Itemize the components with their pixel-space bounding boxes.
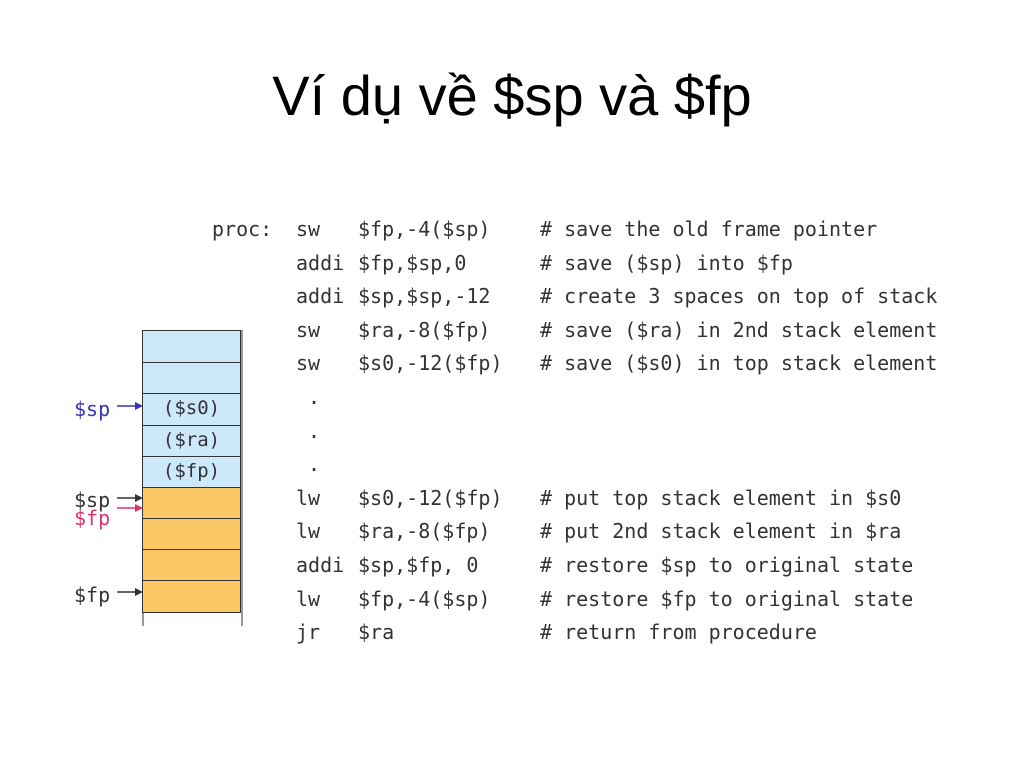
code-op: lw <box>296 586 321 611</box>
stack-cell <box>142 549 241 582</box>
code-comment: # restore $sp to original state <box>540 553 914 577</box>
code-line: sw $s0,-12($fp) # save ($s0) in top stack … <box>0 351 1024 384</box>
code-line: lw $ra,-8($fp) # put 2nd stack element in … <box>0 519 1024 552</box>
pointer-arrow-icon <box>117 588 143 596</box>
code-comment: # save ($sp) into $fp <box>540 250 793 275</box>
code-line: proc: sw $fp,-4($sp) # save the old frame p… <box>0 217 1024 250</box>
code-line: addi $fp,$sp,0 # save ($sp) into $fp <box>0 251 1024 284</box>
stack-cell-label: ($fp) <box>162 460 221 482</box>
stack-cell <box>142 456 241 489</box>
code-args: $sp,$sp,-12 <box>358 284 491 309</box>
code-args: $ra,-8($fp) <box>358 519 491 544</box>
slide-title: Ví dụ về $sp và $fp <box>272 64 752 127</box>
stack-cell-label: ($s0) <box>162 397 221 419</box>
stack-cell-label: ($ra) <box>162 429 221 451</box>
code-line: . <box>0 452 1024 485</box>
code-line: . <box>0 385 1024 418</box>
code-args: $fp,-4($sp) <box>358 586 491 611</box>
code-comment: # return from procedure <box>540 620 817 645</box>
code-line: lw $s0,-12($fp) # put top stack element in… <box>0 486 1024 519</box>
code-line: lw $fp,-4($sp) # restore $fp to original s… <box>0 587 1024 620</box>
stack-cell <box>142 580 241 613</box>
code-comment: # create 3 spaces on top of stack <box>540 284 938 309</box>
stack-cell <box>142 362 241 395</box>
code-args: $ra <box>358 620 395 645</box>
code-op: lw <box>296 519 321 544</box>
code-line: . <box>0 419 1024 452</box>
code-op: lw <box>296 485 321 510</box>
code-args: $sp,$fp, 0 <box>358 553 479 577</box>
code-op: sw <box>296 217 321 241</box>
code-comment: # save ($s0) in top stack element <box>540 351 938 376</box>
code-op: jr <box>296 620 321 645</box>
pointer-label-sp-new: $sp <box>74 397 111 421</box>
pointer-label-fp-new: $fp <box>74 506 111 530</box>
code-line: addi $sp,$fp, 0 # restore $sp to original … <box>0 553 1024 586</box>
code-comment: # save ($ra) in 2nd stack element <box>540 317 938 342</box>
code-line: addi $sp,$sp,-12 # create 3 spaces on top … <box>0 284 1024 317</box>
stack-cell <box>142 487 241 520</box>
code-op: . <box>308 385 321 409</box>
pointer-label-sp-old: $sp <box>74 488 111 512</box>
code-op: sw <box>296 351 321 376</box>
code-line: jr $ra # return from procedure <box>0 620 1024 653</box>
stack-diagram: ($s0) ($ra) ($fp) <box>142 330 243 626</box>
code-comment: # put top stack element in $s0 <box>540 485 902 510</box>
stack-cell <box>142 518 241 551</box>
pointer-arrow-icon <box>117 494 143 502</box>
pointer-arrow-icon <box>117 504 143 512</box>
code-op: addi <box>296 284 345 309</box>
pointer-label-fp-old: $fp <box>74 583 111 607</box>
code-op: addi <box>296 553 345 577</box>
code-args: $s0,-12($fp) <box>358 351 503 376</box>
code-comment: # save the old frame pointer <box>540 217 878 241</box>
stack-cell <box>142 330 241 363</box>
code-comment: # put 2nd stack element in $ra <box>540 519 902 544</box>
code-args: $ra,-8($fp) <box>358 317 491 342</box>
stack-cell <box>142 425 241 458</box>
code-line: sw $ra,-8($fp) # save ($ra) in 2nd stack e… <box>0 318 1024 351</box>
code-comment: # restore $fp to original state <box>540 586 914 611</box>
code-op: addi <box>296 250 345 275</box>
code-args: $s0,-12($fp) <box>358 485 503 510</box>
code-op: sw <box>296 317 321 342</box>
code-args: $fp,$sp,0 <box>358 250 467 275</box>
code-op: . <box>308 452 321 477</box>
code-label: proc: <box>212 217 273 241</box>
pointer-arrow-icon <box>117 402 143 410</box>
code-op: . <box>308 418 321 443</box>
code-args: $fp,-4($sp) <box>358 217 491 241</box>
